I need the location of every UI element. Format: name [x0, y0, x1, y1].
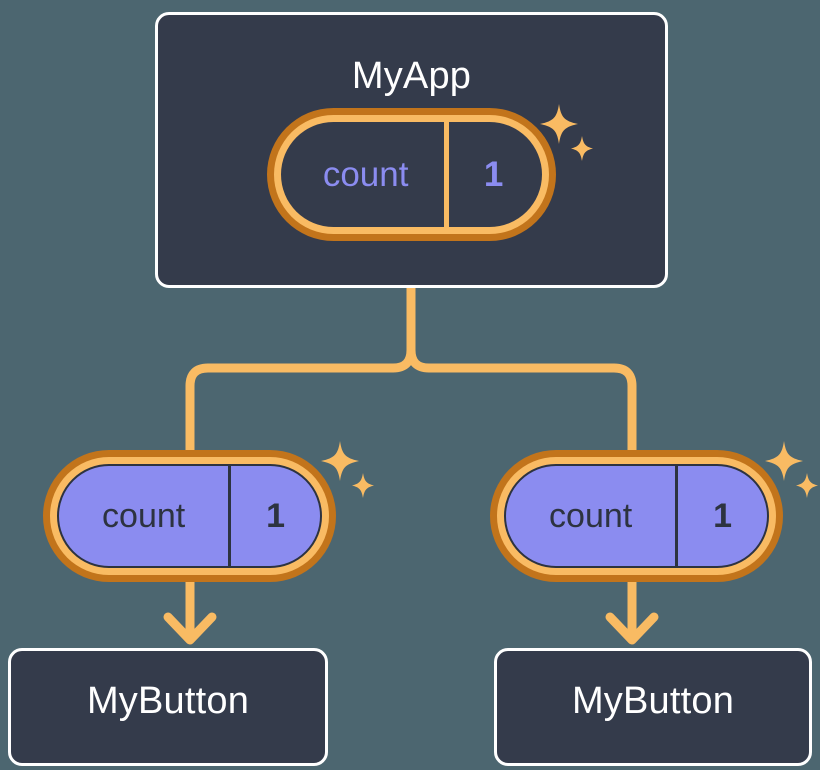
state-pill-divider-child-left	[228, 466, 232, 566]
state-pill-divider-child-right	[675, 466, 679, 566]
component-title-mybutton-right: MyButton	[571, 680, 735, 722]
state-pill-body-myapp: count 1	[281, 122, 542, 227]
arrow-down-icon-left	[163, 612, 217, 645]
sparkle-icon-large	[765, 441, 803, 481]
sparkle-icon-small	[352, 473, 374, 498]
state-pill-body-child-left: count 1	[57, 464, 322, 568]
state-pill-child-left[interactable]: count 1	[43, 450, 336, 582]
connector-branch-right	[406, 345, 637, 457]
component-title-myapp: MyApp	[351, 55, 472, 97]
state-pill-ring-child-right: count 1	[497, 457, 776, 575]
sparkle-icon-large	[321, 441, 359, 481]
state-value-child-left: 1	[266, 496, 286, 535]
state-value-myapp: 1	[483, 154, 504, 194]
state-pill-divider-myapp	[444, 122, 450, 227]
state-pill-myapp[interactable]: count 1	[267, 108, 556, 241]
state-key-myapp: count	[322, 154, 409, 194]
state-key-child-left: count	[102, 496, 186, 535]
component-title-mybutton-left: MyButton	[86, 680, 250, 722]
component-box-mybutton-left[interactable]: MyButton	[8, 648, 328, 766]
arrow-down-icon-right	[605, 612, 659, 645]
state-key-child-right: count	[549, 496, 633, 535]
connector-branch-left	[185, 345, 416, 457]
state-pill-ring-myapp: count 1	[274, 115, 549, 234]
state-pill-body-child-right: count 1	[504, 464, 769, 568]
state-value-child-right: 1	[713, 496, 733, 535]
component-box-mybutton-right[interactable]: MyButton	[494, 648, 812, 766]
state-pill-ring-child-left: count 1	[50, 457, 329, 575]
state-pill-child-right[interactable]: count 1	[490, 450, 783, 582]
sparkle-icon-small	[796, 473, 818, 498]
